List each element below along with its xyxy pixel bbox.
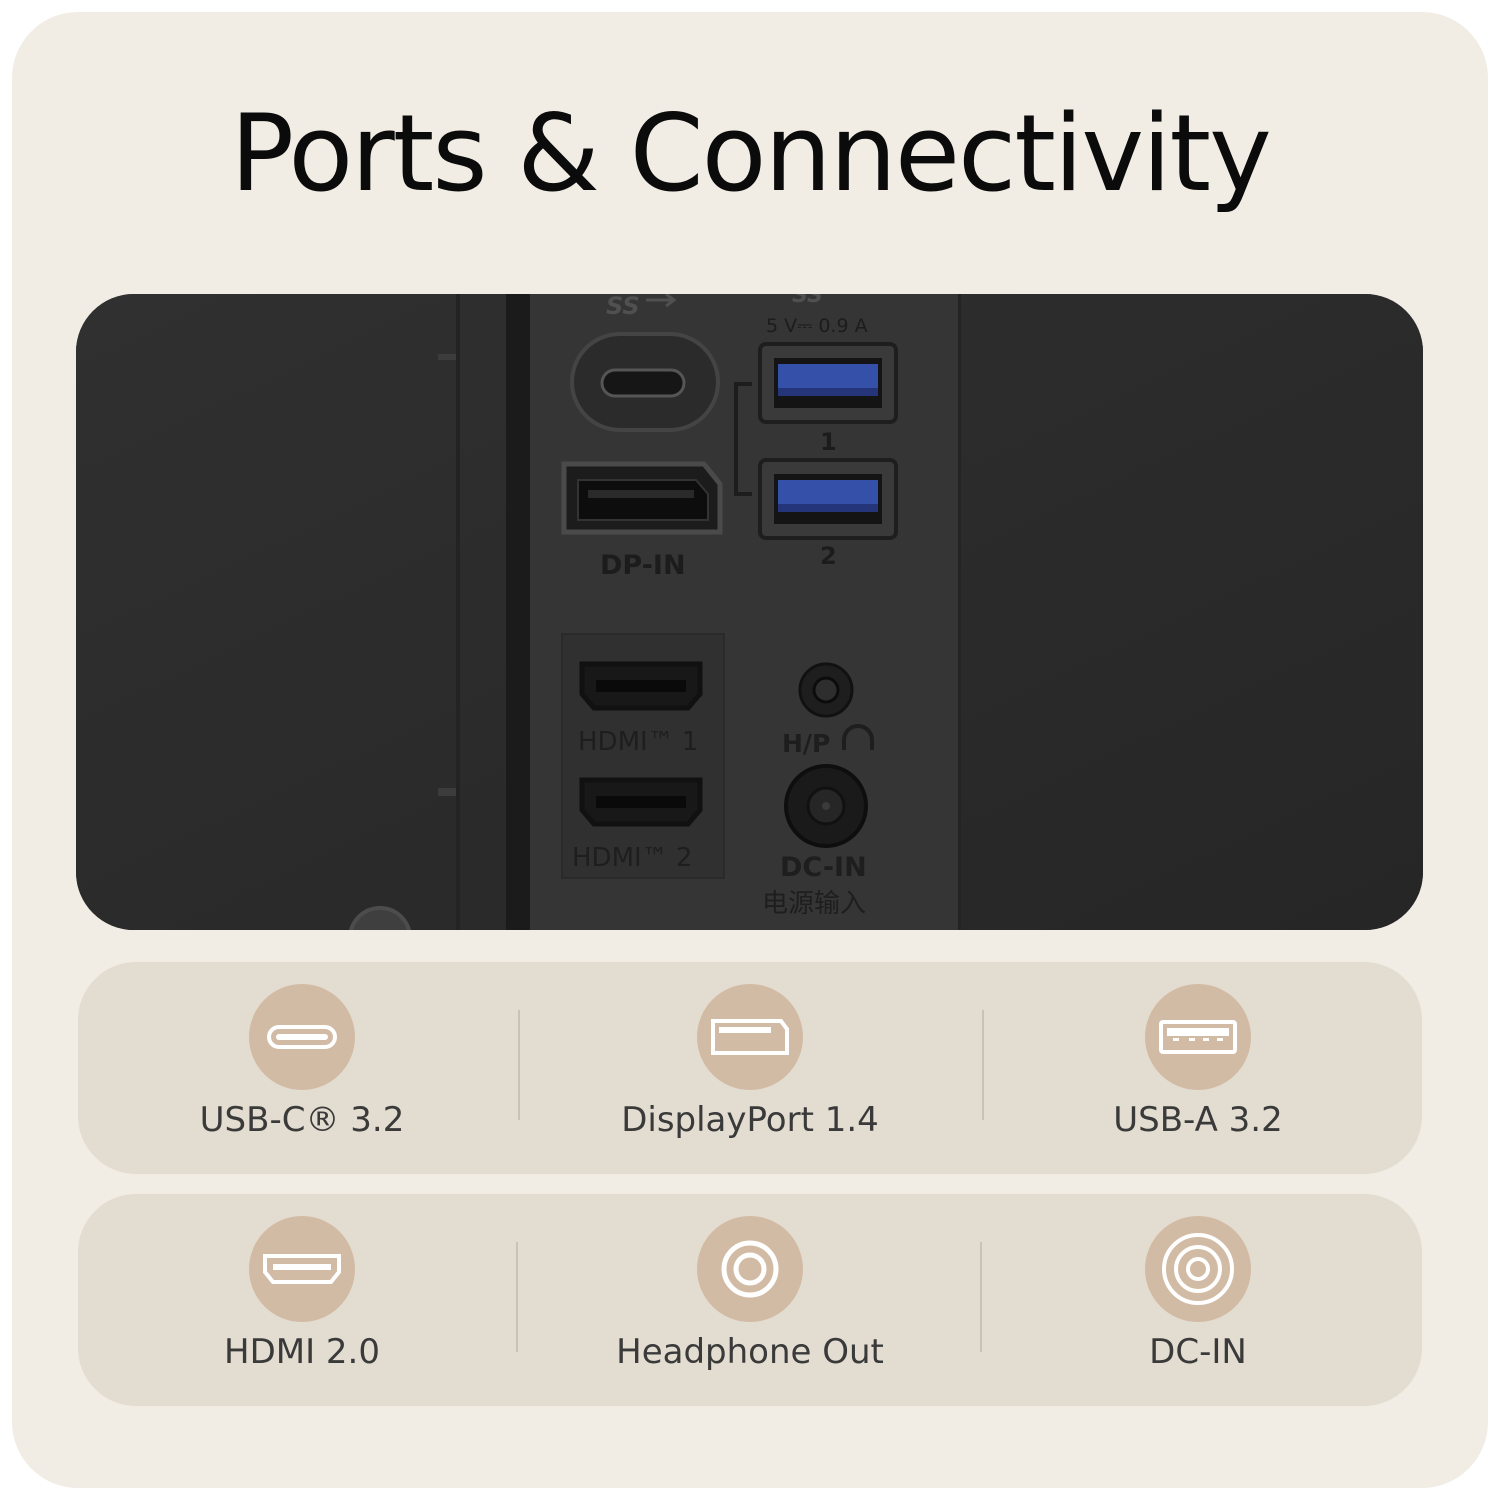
divider <box>980 1242 982 1352</box>
usb-c-ss-marking: SS <box>606 294 640 320</box>
usb-c-icon <box>249 984 355 1090</box>
port-item-usb-c: USB-C® 3.2 <box>78 962 526 1174</box>
hdmi-1-marking: HDMI™ 1 <box>578 727 698 757</box>
ports-row-1: USB-C® 3.2 DisplayPort 1.4 USB-A 3.2 <box>78 962 1422 1174</box>
port-label: Headphone Out <box>616 1332 884 1372</box>
port-item-hdmi: HDMI 2.0 <box>78 1194 526 1406</box>
headphone-marking: H/P <box>782 729 830 758</box>
usb-port-1-marking: 1 <box>820 428 837 456</box>
divider <box>982 1010 984 1120</box>
port-item-dc-in: DC-IN <box>974 1194 1422 1406</box>
hdmi-2-marking: HDMI™ 2 <box>572 843 692 873</box>
port-panel-photo: SS DP-IN SS 5 V⎓ 0.9 A 1 2 HDMI™ 1 H <box>76 294 1423 930</box>
page-title: Ports & Connectivity <box>230 92 1272 215</box>
ports-row-2: HDMI 2.0 Headphone Out DC-IN <box>78 1194 1422 1406</box>
usb-port-2-marking: 2 <box>820 542 837 570</box>
port-label: DisplayPort 1.4 <box>621 1100 879 1140</box>
divider <box>518 1010 520 1120</box>
usb-a-icon <box>1145 984 1251 1090</box>
dc-in-icon <box>1145 1216 1251 1322</box>
displayport-icon <box>697 984 803 1090</box>
headphone-jack-icon <box>697 1216 803 1322</box>
port-label: HDMI 2.0 <box>224 1332 380 1372</box>
dc-in-cn-marking: 电源输入 <box>762 889 866 919</box>
port-label: USB-A 3.2 <box>1113 1100 1283 1140</box>
usb-a-ss-marking: SS <box>792 294 823 308</box>
divider <box>516 1242 518 1352</box>
headphone-icon <box>842 724 874 750</box>
port-panel-illustration: SS DP-IN SS 5 V⎓ 0.9 A 1 2 HDMI™ 1 H <box>76 294 1423 930</box>
hdmi-icon <box>249 1216 355 1322</box>
port-item-headphone: Headphone Out <box>526 1194 974 1406</box>
power-rating-marking: 5 V⎓ 0.9 A <box>766 315 868 337</box>
port-item-displayport: DisplayPort 1.4 <box>526 962 974 1174</box>
dc-in-marking: DC-IN <box>780 852 867 883</box>
dp-in-marking: DP-IN <box>600 550 686 581</box>
port-item-usb-a: USB-A 3.2 <box>974 962 1422 1174</box>
port-label: DC-IN <box>1149 1332 1247 1372</box>
port-label: USB-C® 3.2 <box>199 1100 405 1140</box>
